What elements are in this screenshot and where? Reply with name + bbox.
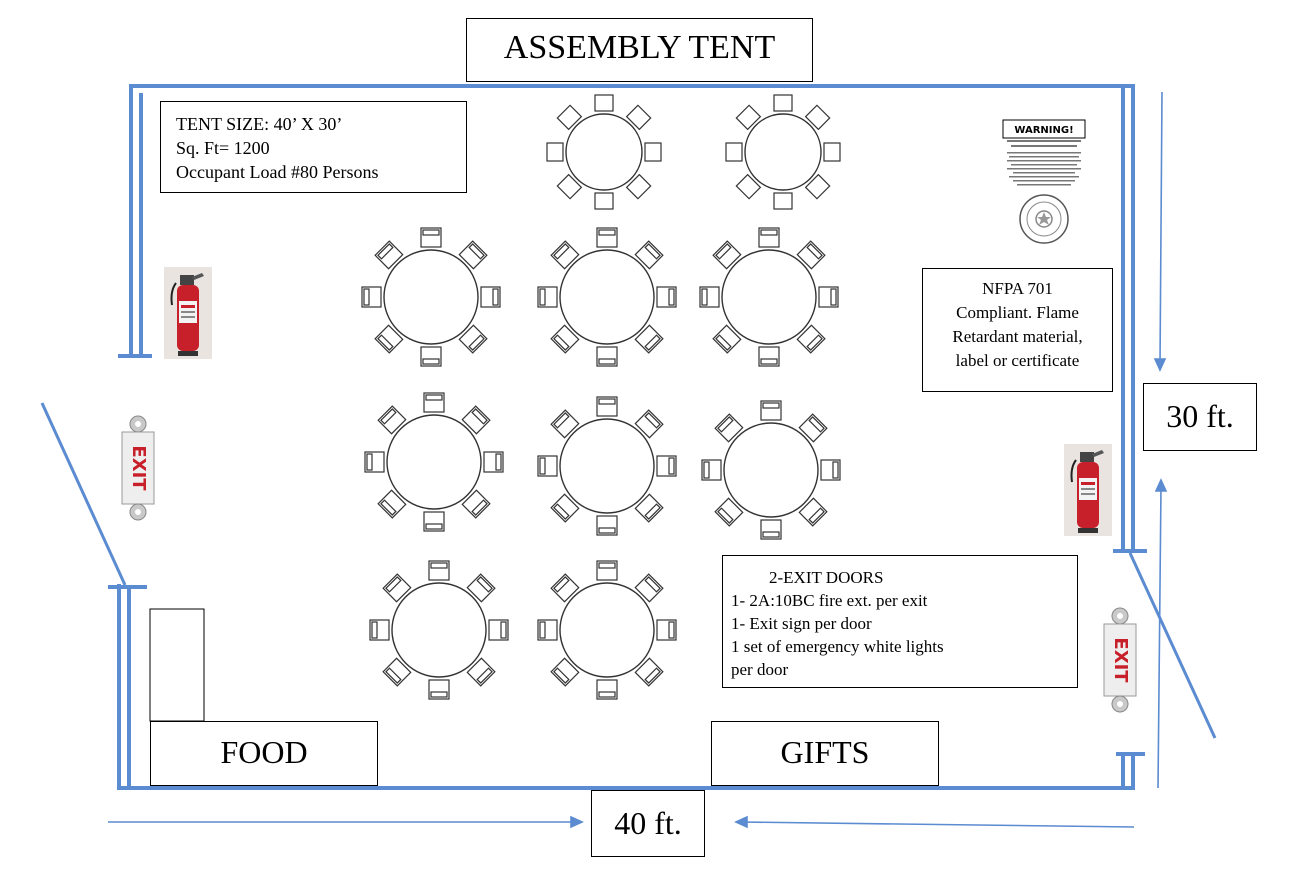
- food-counter: [149, 608, 205, 722]
- round-table-icon: [699, 227, 839, 367]
- round-table-icon: [537, 560, 677, 700]
- width-dimension-label: 40 ft.: [591, 790, 705, 857]
- round-table-icon: [701, 400, 841, 540]
- nfpa-line-3: Retardant material,: [952, 327, 1083, 346]
- round-table-icon: [725, 94, 841, 210]
- gifts-area-label: GIFTS: [711, 721, 939, 786]
- nfpa-compliance-box: NFPA 701 Compliant. Flame Retardant mate…: [922, 268, 1113, 392]
- nfpa-line-4: label or certificate: [955, 351, 1080, 370]
- fire-extinguisher-icon: [163, 266, 213, 360]
- occupant-load-text: Occupant Load #80 Persons: [176, 162, 379, 182]
- exit-sign-icon: EXIT: [121, 415, 155, 521]
- exit-sign-label: EXIT: [1110, 637, 1131, 683]
- tent-size-text: TENT SIZE: 40’ X 30’: [176, 114, 343, 134]
- depth-dimension-label: 30 ft.: [1143, 383, 1257, 451]
- warning-label-icon: WARNING!: [1002, 119, 1086, 244]
- exit-info-line-4: 1 set of emergency white lights: [731, 637, 944, 656]
- page-title: ASSEMBLY TENT: [466, 18, 813, 82]
- exit-sign-icon: EXIT: [1103, 607, 1137, 713]
- round-table-icon: [537, 227, 677, 367]
- exit-info-line-3: 1- Exit sign per door: [731, 614, 872, 633]
- round-table-icon: [537, 396, 677, 536]
- food-area-label: FOOD: [150, 721, 378, 786]
- tent-walls: [108, 84, 1147, 790]
- nfpa-line-1: NFPA 701: [982, 279, 1053, 298]
- round-table-icon: [361, 227, 501, 367]
- exit-info-line-1: 2-EXIT DOORS: [769, 568, 884, 587]
- fire-extinguisher-icon: [1063, 443, 1113, 537]
- square-feet-text: Sq. Ft= 1200: [176, 138, 270, 158]
- round-table-icon: [369, 560, 509, 700]
- round-table-icon: [546, 94, 662, 210]
- exit-info-line-5: per door: [731, 660, 789, 679]
- warning-label-heading: WARNING!: [1014, 125, 1073, 136]
- round-table-icon: [364, 392, 504, 532]
- exit-sign-label: EXIT: [128, 445, 149, 491]
- dimension-arrows: [108, 91, 1168, 829]
- exit-requirements-box: 2-EXIT DOORS 1- 2A:10BC fire ext. per ex…: [722, 555, 1078, 688]
- door-swings: [40, 402, 1217, 739]
- tent-info-box: TENT SIZE: 40’ X 30’ Sq. Ft= 1200 Occupa…: [160, 101, 467, 193]
- exit-info-line-2: 1- 2A:10BC fire ext. per exit: [731, 591, 928, 610]
- nfpa-line-2: Compliant. Flame: [956, 303, 1079, 322]
